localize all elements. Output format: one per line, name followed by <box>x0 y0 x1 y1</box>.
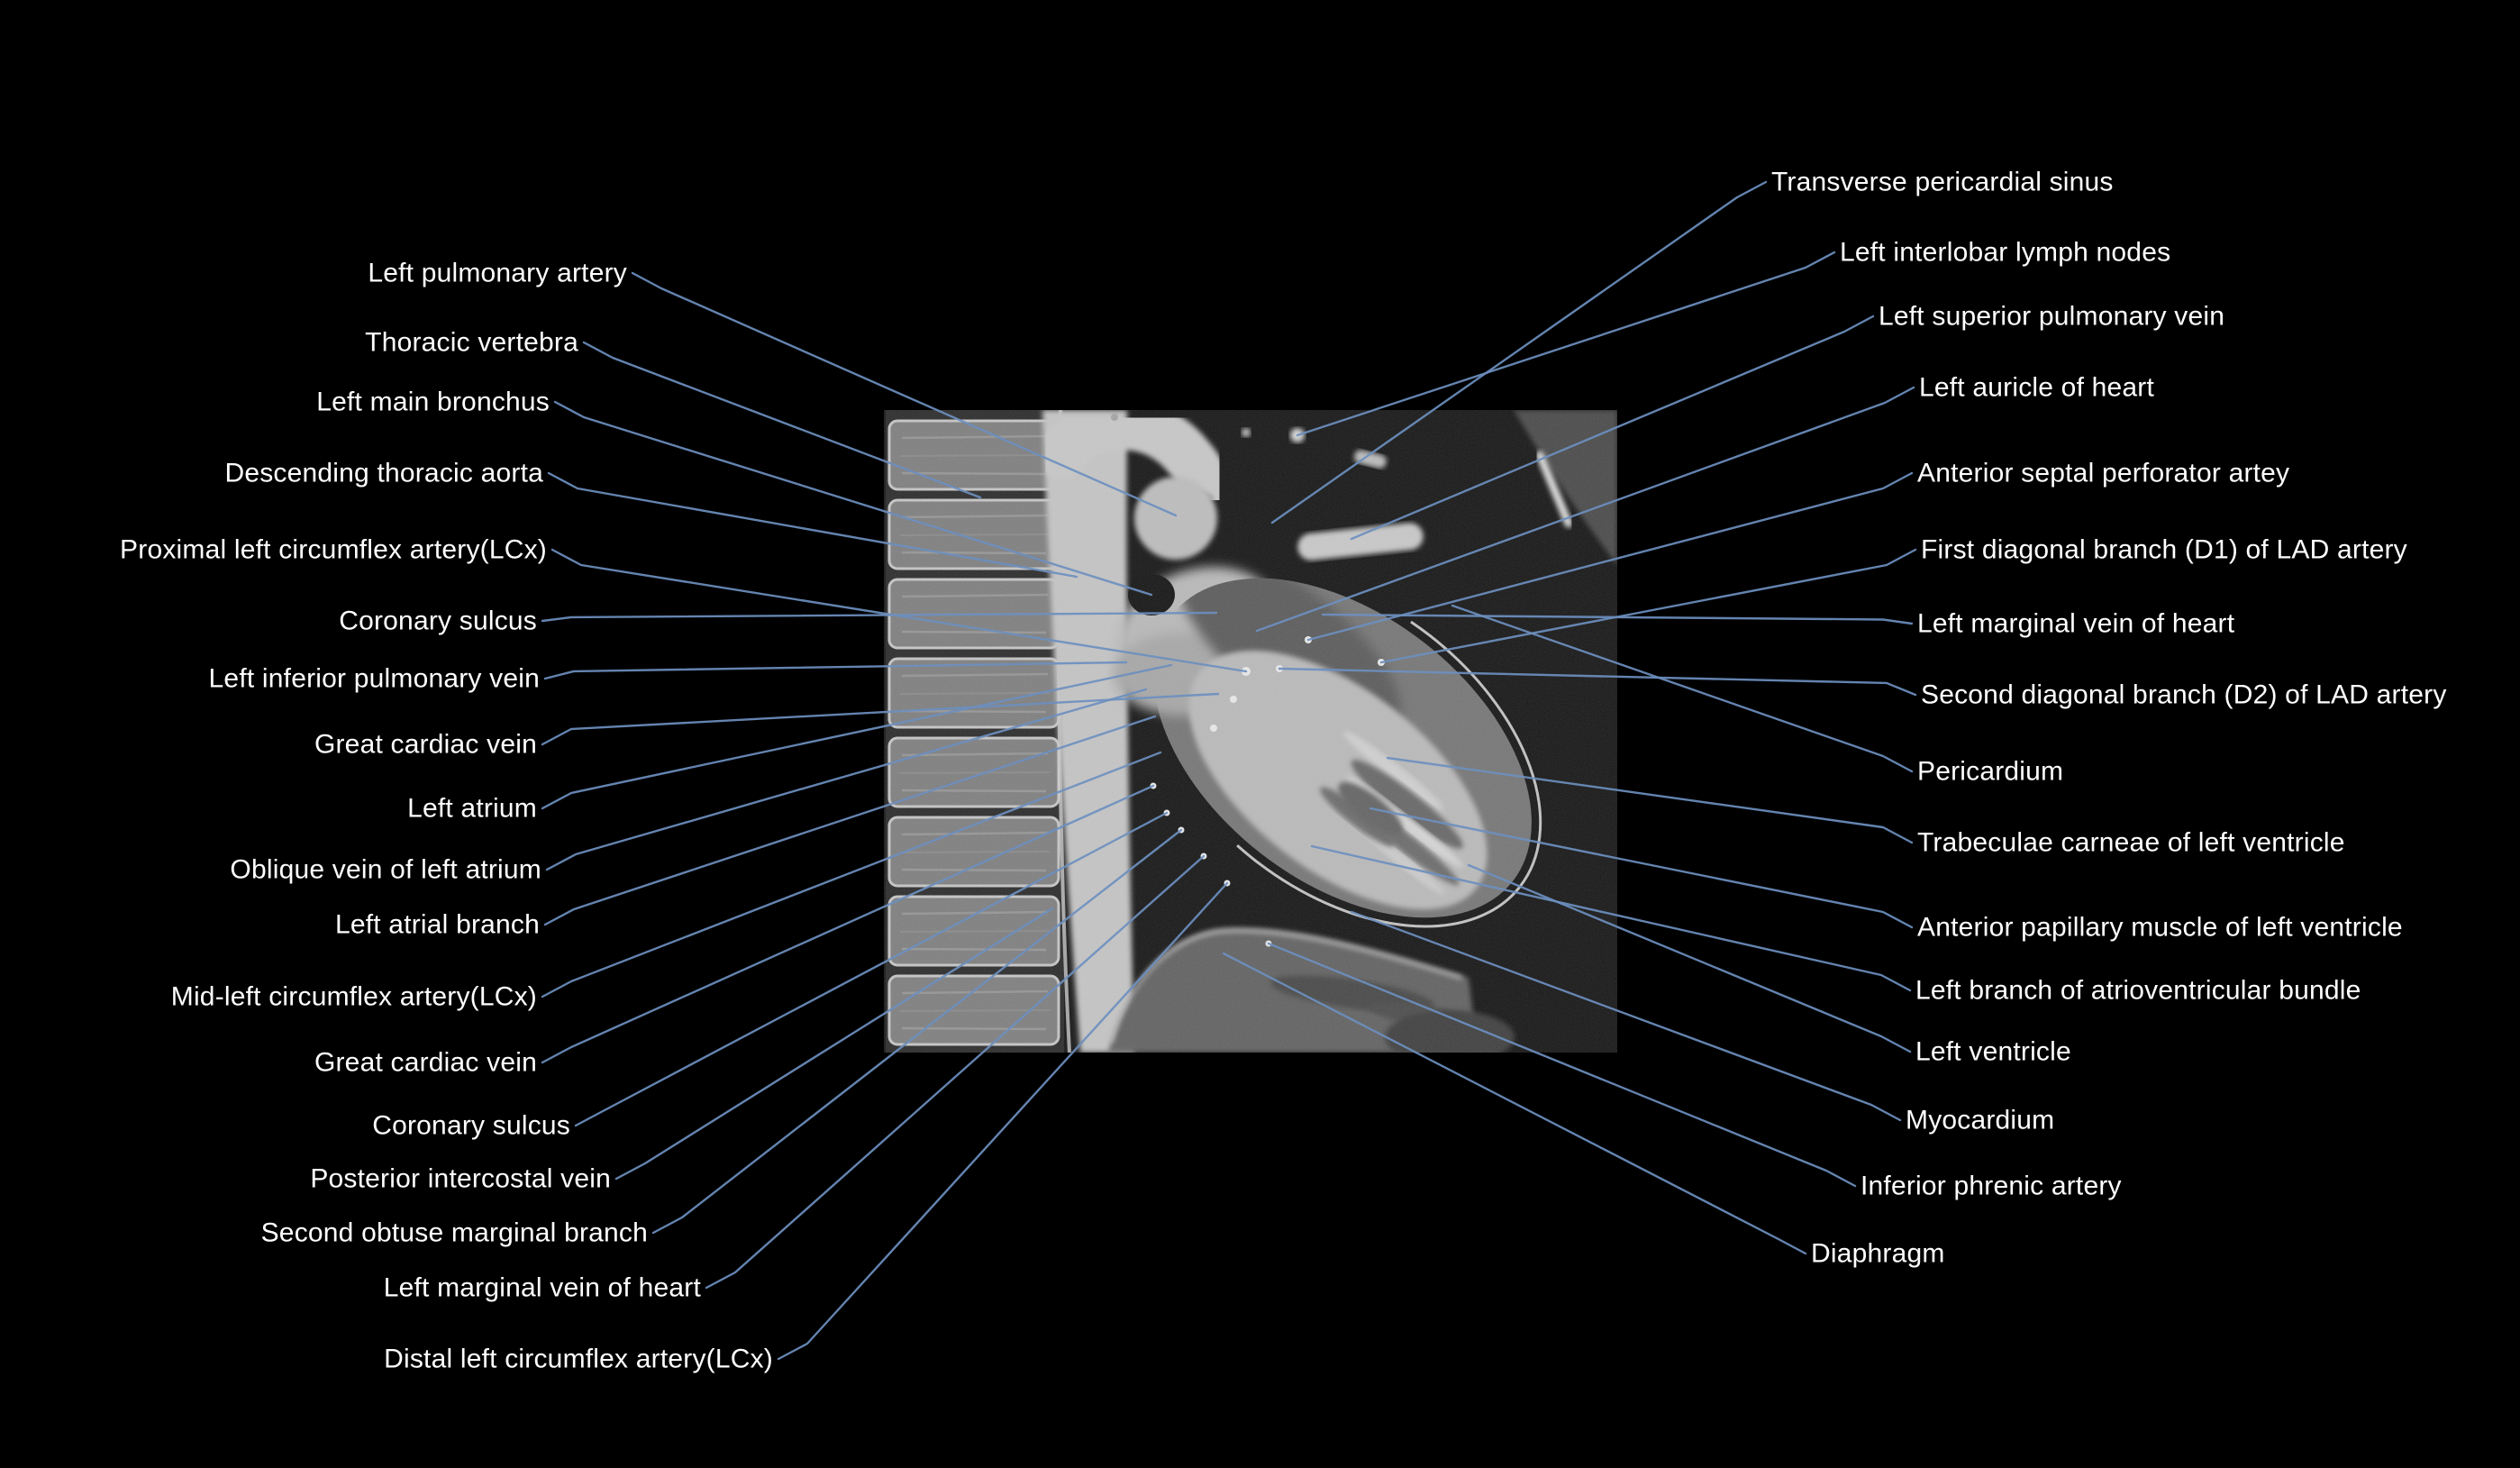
label-inferior-phrenic-artery: Inferior phrenic artery <box>1860 1172 2122 1201</box>
leader-posterior-intercostal-vein <box>614 907 1054 1181</box>
label-left-atrium: Left atrium <box>407 794 537 824</box>
label-left-ventricle: Left ventricle <box>1915 1037 2071 1067</box>
leader-transverse-pericardial-sinus <box>1270 180 1768 524</box>
leader-left-superior-pulmonary-vein <box>1350 315 1875 541</box>
leader-left-marginal-vein-of-heart <box>705 854 1205 1290</box>
label-coronary-sulcus: Coronary sulcus <box>372 1111 570 1141</box>
leader-coronary-sulcus <box>541 611 1218 623</box>
label-left-main-bronchus: Left main bronchus <box>316 388 550 417</box>
label-second-obtuse-marginal-branch: Second obtuse marginal branch <box>261 1218 648 1248</box>
label-second-diagonal-branch-d2-of-lad-artery: Second diagonal branch (D2) of LAD arter… <box>1921 680 2447 710</box>
leader-proximal-left-circumflex-artery-lcx <box>550 548 1248 673</box>
label-coronary-sulcus: Coronary sulcus <box>339 606 537 636</box>
leader-anterior-septal-perforator-artey <box>1306 471 1914 642</box>
label-posterior-intercostal-vein: Posterior intercostal vein <box>310 1164 611 1194</box>
label-left-marginal-vein-of-heart: Left marginal vein of heart <box>384 1273 702 1303</box>
leader-left-atrium <box>541 663 1173 810</box>
label-distal-left-circumflex-artery-lcx: Distal left circumflex artery(LCx) <box>384 1345 773 1374</box>
leader-trabeculae-carneae-of-left-ventricle <box>1386 756 1914 844</box>
leader-distal-left-circumflex-artery-lcx <box>777 881 1229 1361</box>
leader-descending-thoracic-aorta <box>547 471 1078 579</box>
label-left-auricle-of-heart: Left auricle of heart <box>1919 373 2154 403</box>
leader-left-ventricle <box>1467 863 1912 1053</box>
leader-left-branch-of-atrioventricular-bundle <box>1310 844 1912 992</box>
label-trabeculae-carneae-of-left-ventricle: Trabeculae carneae of left ventricle <box>1917 828 2345 858</box>
leader-first-diagonal-branch-d1-of-lad-artery <box>1379 548 1917 664</box>
label-pericardium: Pericardium <box>1917 757 2063 787</box>
leader-coronary-sulcus <box>574 811 1169 1127</box>
label-mid-left-circumflex-artery-lcx: Mid-left circumflex artery(LCx) <box>171 982 537 1012</box>
leader-great-cardiac-vein <box>541 784 1155 1064</box>
ct-noise-overlay <box>884 410 1617 1053</box>
leader-anterior-papillary-muscle-of-left-ventricle <box>1369 807 1914 929</box>
leader-left-auricle-of-heart <box>1255 386 1915 633</box>
leader-myocardium <box>1350 910 1902 1122</box>
label-transverse-pericardial-sinus: Transverse pericardial sinus <box>1771 168 2114 197</box>
label-diaphragm: Diaphragm <box>1811 1239 1945 1269</box>
label-descending-thoracic-aorta: Descending thoracic aorta <box>224 459 543 488</box>
ct-scan-image <box>884 410 1617 1053</box>
label-anterior-septal-perforator-artey: Anterior septal perforator artey <box>1917 459 2289 488</box>
leader-mid-left-circumflex-artery-lcx <box>541 751 1162 998</box>
label-proximal-left-circumflex-artery-lcx: Proximal left circumflex artery(LCx) <box>120 535 547 565</box>
label-first-diagonal-branch-d1-of-lad-artery: First diagonal branch (D1) of LAD artery <box>1921 535 2407 565</box>
leader-left-main-bronchus <box>553 400 1153 597</box>
leader-left-inferior-pulmonary-vein <box>543 661 1128 680</box>
leader-left-pulmonary-artery <box>631 271 1178 517</box>
leader-left-atrial-branch <box>543 715 1157 926</box>
label-left-superior-pulmonary-vein: Left superior pulmonary vein <box>1879 302 2224 332</box>
label-anterior-papillary-muscle-of-left-ventricle: Anterior papillary muscle of left ventri… <box>1917 913 2403 943</box>
label-left-interlobar-lymph-nodes: Left interlobar lymph nodes <box>1840 238 2170 268</box>
leader-pericardium <box>1451 604 1914 773</box>
leader-great-cardiac-vein <box>541 692 1220 746</box>
leader-left-interlobar-lymph-nodes <box>1296 251 1836 437</box>
label-left-atrial-branch: Left atrial branch <box>335 910 540 940</box>
leader-oblique-vein-of-left-atrium <box>545 688 1148 871</box>
label-left-pulmonary-artery: Left pulmonary artery <box>368 259 627 288</box>
label-thoracic-vertebra: Thoracic vertebra <box>365 328 578 358</box>
label-great-cardiac-vein: Great cardiac vein <box>314 730 537 760</box>
leader-inferior-phrenic-artery <box>1267 942 1857 1188</box>
label-great-cardiac-vein: Great cardiac vein <box>314 1048 537 1078</box>
leader-thoracic-vertebra <box>582 341 982 499</box>
label-left-branch-of-atrioventricular-bundle: Left branch of atrioventricular bundle <box>1915 976 2361 1006</box>
leader-diaphragm <box>1222 952 1807 1255</box>
leader-lines <box>541 180 1917 1361</box>
leader-second-diagonal-branch-d2-of-lad-artery <box>1278 667 1917 697</box>
label-left-inferior-pulmonary-vein: Left inferior pulmonary vein <box>209 664 540 694</box>
leader-second-obtuse-marginal-branch <box>651 828 1183 1235</box>
label-myocardium: Myocardium <box>1906 1106 2054 1135</box>
label-oblique-vein-of-left-atrium: Oblique vein of left atrium <box>230 855 541 885</box>
label-left-marginal-vein-of-heart: Left marginal vein of heart <box>1917 609 2235 639</box>
leader-left-marginal-vein-of-heart <box>1321 613 1914 625</box>
